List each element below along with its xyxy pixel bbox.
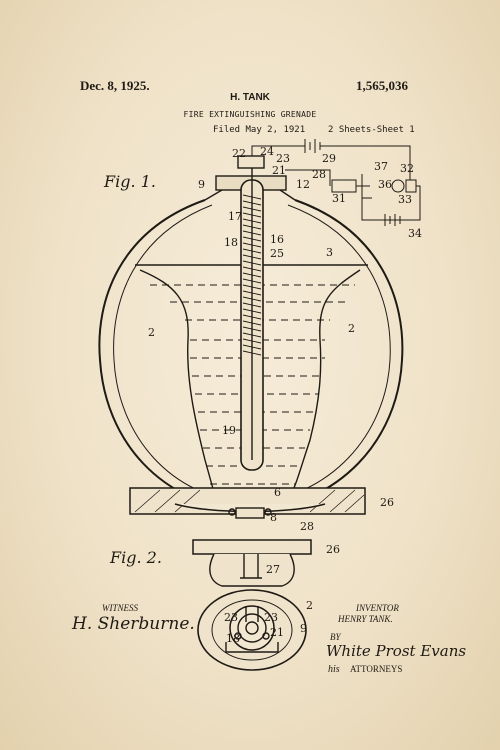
attorney-signature: White Prost Evans <box>326 642 467 660</box>
ref-26b: 26 <box>326 543 340 556</box>
figure-2-drawing <box>192 539 312 671</box>
ref-6: 6 <box>274 486 281 499</box>
his-label: his <box>328 664 340 675</box>
ref-23: 23 <box>276 152 290 165</box>
ref-21: 21 <box>272 164 286 177</box>
ref-22: 22 <box>232 147 246 160</box>
ref-27: 27 <box>266 563 280 576</box>
ref-18: 18 <box>224 236 238 249</box>
grenade-globe <box>98 155 404 519</box>
patent-date: Dec. 8, 1925. <box>80 78 150 93</box>
ref-12: 12 <box>296 178 310 191</box>
ref-34: 34 <box>408 227 422 240</box>
ref-21b: 21 <box>270 626 284 639</box>
ref-28: 28 <box>312 168 326 181</box>
attorneys-label: ATTORNEYS <box>350 664 403 674</box>
ref-18b: 18 <box>226 632 240 645</box>
ref-24: 24 <box>260 145 274 158</box>
ref-16: 16 <box>270 233 284 246</box>
ref-37: 37 <box>374 160 388 173</box>
ref-17: 17 <box>228 210 242 223</box>
ref-2b: 2 <box>348 322 355 335</box>
figure-1-label: Fig. 1. <box>104 172 156 191</box>
witness-label: WITNESS <box>102 603 138 613</box>
reference-numerals: 22 24 23 21 29 28 37 32 36 31 33 9 12 17… <box>148 145 422 645</box>
ref-9b: 9 <box>300 622 307 635</box>
patent-number: 1,565,036 <box>356 78 408 93</box>
ref-23a: 23 <box>224 611 238 624</box>
ref-31: 31 <box>332 192 346 205</box>
ref-23b: 23 <box>264 611 278 624</box>
witness-signature: H. Sherburne. <box>72 614 195 634</box>
by-label: BY <box>330 632 341 642</box>
sheet-info: 2 Sheets-Sheet 1 <box>328 125 415 135</box>
ref-2c: 2 <box>306 599 313 612</box>
ref-19: 19 <box>222 424 236 437</box>
figure-2-label: Fig. 2. <box>110 548 162 567</box>
ref-26a: 26 <box>380 496 394 509</box>
patent-title: FIRE EXTINGUISHING GRENADE <box>183 110 317 119</box>
filed-date: Filed May 2, 1921 <box>213 125 306 135</box>
inventor-name: HENRY TANK. <box>338 614 393 624</box>
ref-33: 33 <box>398 193 412 206</box>
ref-32: 32 <box>400 162 414 175</box>
ref-36: 36 <box>378 178 392 191</box>
ref-25: 25 <box>270 247 284 260</box>
ref-2a: 2 <box>148 326 155 339</box>
inventor-short-name: H. TANK <box>230 92 270 103</box>
ref-29: 29 <box>322 152 336 165</box>
battery-circuit <box>251 139 421 226</box>
ref-3: 3 <box>326 246 333 259</box>
inventor-label: INVENTOR <box>356 603 399 613</box>
ref-8: 8 <box>270 511 277 524</box>
ref-28b: 28 <box>300 520 314 533</box>
ref-9: 9 <box>198 178 205 191</box>
